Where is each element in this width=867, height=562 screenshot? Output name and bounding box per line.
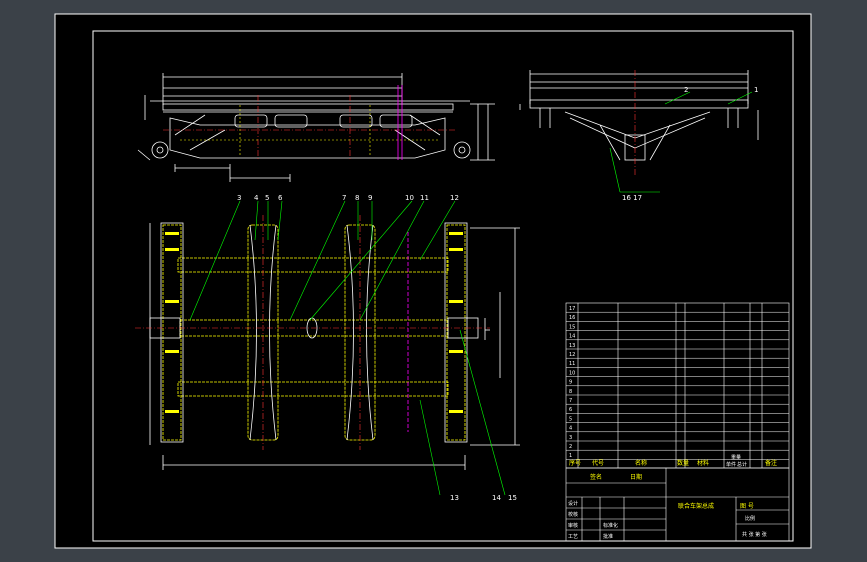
header-seq: 序号 <box>569 459 581 467</box>
callout-6: 6 <box>278 194 283 202</box>
bom-row-number: 12 <box>569 352 575 358</box>
bom-row-number: 11 <box>569 361 575 367</box>
header-remark: 备注 <box>765 459 777 467</box>
drawing-border <box>92 30 794 542</box>
callout-16-17: 16 17 <box>622 194 642 202</box>
header-name: 名称 <box>635 459 647 467</box>
callout-13: 13 <box>450 494 459 502</box>
callout-2: 2 <box>684 86 688 94</box>
title-block-text: 联合车架总成 图 号 比例 共 张 第 张 设计 校核 审核 工艺 批准 标准化… <box>568 473 767 540</box>
bom-row-number: 17 <box>569 306 575 312</box>
bom-row-number: 13 <box>569 343 575 349</box>
bom-row-number: 16 <box>569 315 575 321</box>
header-material: 材料 <box>697 459 709 467</box>
side-elevation-hidden <box>180 105 440 156</box>
header-total: 总计 <box>737 461 747 468</box>
callout-9: 9 <box>368 194 372 202</box>
side-elevation-view <box>137 73 495 182</box>
bom-header: 序号 代号 名称 数量 材料 单件 总计 重量 备注 <box>569 454 777 468</box>
bom-row-number: 5 <box>569 416 572 422</box>
sign-label: 签名 <box>590 473 602 481</box>
callout-4: 4 <box>254 194 259 202</box>
callout-12: 12 <box>450 194 459 202</box>
side-elevation-centerlines <box>163 95 455 160</box>
callout-11: 11 <box>420 194 429 202</box>
bom-row-number: 1 <box>569 453 572 459</box>
title-block <box>565 467 790 542</box>
bom-row-number: 14 <box>569 334 575 340</box>
date-label: 日期 <box>630 473 642 481</box>
callout-8: 8 <box>355 194 359 202</box>
scale-label: 比例 <box>745 515 755 522</box>
bom-row-number: 4 <box>569 426 572 432</box>
bom-row-number: 9 <box>569 380 572 386</box>
header-code: 代号 <box>592 459 604 467</box>
callout-5: 5 <box>265 194 269 202</box>
callout-7: 7 <box>342 194 346 202</box>
bom-row-number: 10 <box>569 370 575 376</box>
callout-14: 14 <box>492 494 501 502</box>
header-qty: 数量 <box>677 459 689 467</box>
header-unit: 单件 <box>726 461 736 468</box>
standard-label: 标准化 <box>603 522 618 529</box>
bom-row-number: 2 <box>569 444 572 450</box>
callout-1: 1 <box>754 86 758 94</box>
check-label: 校核 <box>568 511 578 518</box>
process-label: 工艺 <box>568 534 578 540</box>
drawing-no-label: 图 号 <box>740 503 754 510</box>
header-weight: 重量 <box>731 454 741 461</box>
design-label: 设计 <box>568 500 578 507</box>
bom-row-number: 7 <box>569 398 572 404</box>
plan-view <box>135 200 520 496</box>
bom-row-number: 8 <box>569 389 572 395</box>
title-text: 联合车架总成 <box>678 502 714 510</box>
callout-15: 15 <box>508 494 517 502</box>
bom-row-number: 3 <box>569 435 572 441</box>
callout-3: 3 <box>237 194 241 202</box>
bom-row-number: 6 <box>569 407 572 413</box>
approve-label: 批准 <box>603 533 613 540</box>
callout-10: 10 <box>405 194 414 202</box>
sheet-label: 共 张 第 张 <box>742 531 767 538</box>
bom-row-number: 15 <box>569 324 575 330</box>
end-view-leaders <box>609 91 753 193</box>
review-label: 审核 <box>568 522 578 529</box>
bom-rows: 17 16 15 14 13 12 11 10 9 8 7 6 5 4 3 2 1 <box>566 306 789 460</box>
side-section-marks <box>397 85 403 160</box>
